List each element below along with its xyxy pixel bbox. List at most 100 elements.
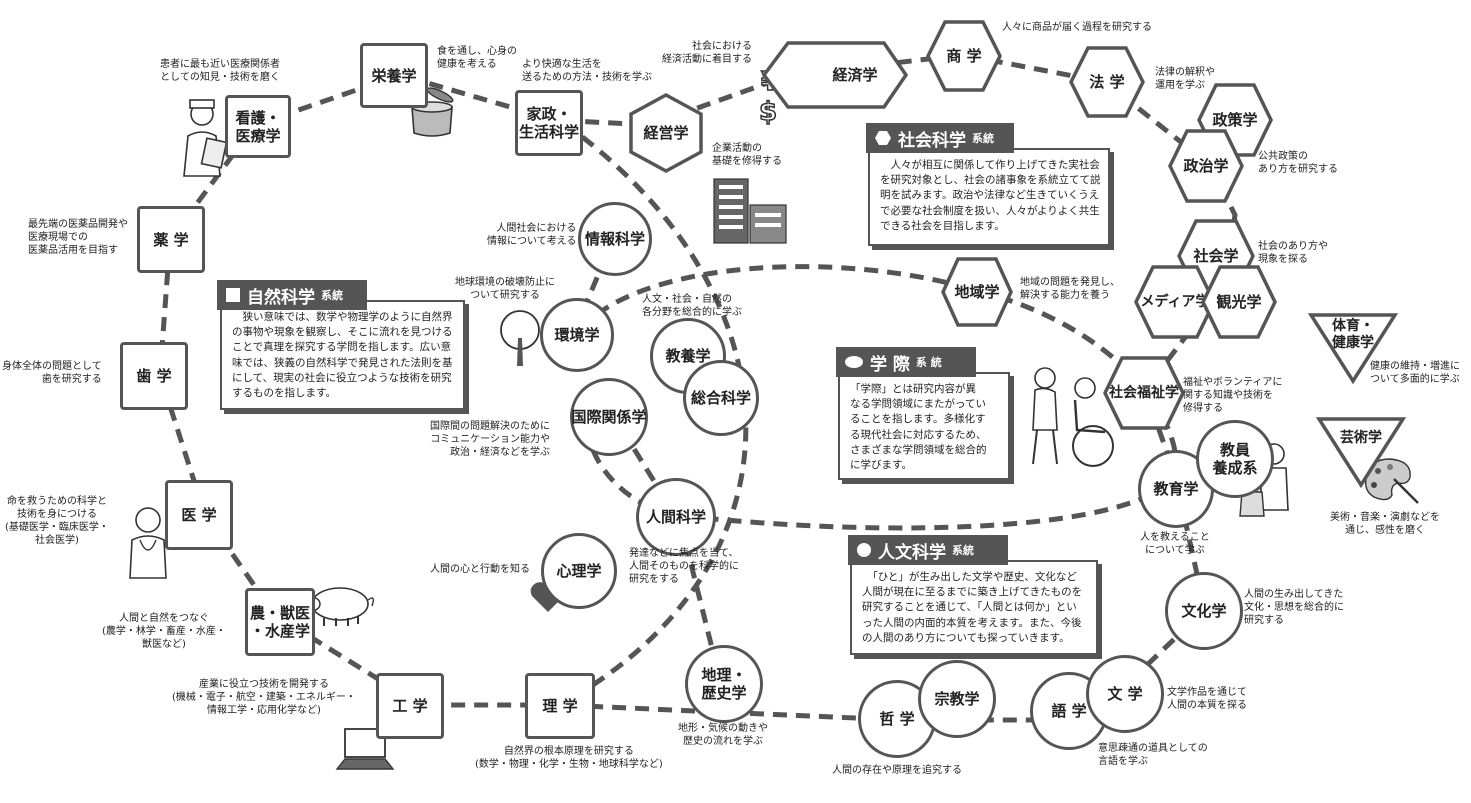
human-science-node[interactable]: 人間科学 [636,478,716,556]
science-note: 自然界の根本原理を研究する (数学・物理・化学・生物・地球科学など) [475,746,663,770]
medicine-note: 命を救うための科学と 技術を身につける (基礎医学・臨床医学・ 社会医学) [5,496,109,546]
nurse-icon [183,99,228,177]
social-science-header: 社会科学系統 [866,123,1014,153]
media-studies-node[interactable]: メディア学 [1133,264,1217,340]
general-science-node[interactable]: 総合科学 [683,360,759,436]
natural-science-title: 自然科学 [247,287,315,308]
dentistry-node[interactable]: 歯 学 [120,342,188,410]
media-studies-label: メディア学 [1140,293,1210,310]
political-science-label: 政治学 [1183,157,1229,175]
hexagon-shape [1134,265,1216,339]
circle-icon [857,543,871,557]
social-welfare-note: 福祉やボランティアに 関する知識や技術を 修得する [1183,377,1283,414]
tourism-studies-node[interactable]: 観光学 [1200,264,1278,340]
humanities-description: 「ひと」が生み出した文学や歴史、文化など 人間が現在に至るまでに築き上げてきたも… [850,560,1098,655]
management-note: 企業活動の 基礎を修得する [712,143,782,167]
hexagon-shape [926,20,1002,92]
human-science-note: 発達などに焦点を当て、 人間そのものを科学的に 研究をする [629,548,739,585]
arts-note: 美術・音楽・演劇などを 通じ、感性を磨く [1330,512,1440,536]
information-science-node[interactable]: 情報科学 [578,202,652,276]
arts-node[interactable]: 芸術学 [1316,416,1406,488]
nursing-node[interactable]: 看護・ 医療学 [225,95,291,158]
law-node[interactable]: 法 学 [1068,45,1146,119]
physical-education-note: 健康の維持・増進に ついて多面的に学ぶ [1370,361,1460,385]
environmental-studies-note: 地球環境の破壊防止に ついて研究する [455,277,555,301]
regional-studies-node[interactable]: 地域学 [940,256,1014,328]
hexagon-shape [761,41,909,109]
hexagon-shape [1168,129,1244,203]
education-note: 人を教えること について学ぶ [1140,532,1210,556]
tourism-studies-label: 観光学 [1216,293,1262,311]
inner-link-1 [572,234,618,331]
hexagon-icon [875,131,891,145]
natural-science-header: 自然科学系統 [217,280,367,310]
economics-label: 経済学 [832,66,878,84]
home-economics-node[interactable]: 家政・ 生活科学 [515,90,583,156]
natural-science-description: 狭い意味では、数学や物理学のように自然界 の事物や現象を観察し、そこに流れを見つ… [220,300,465,410]
science-node[interactable]: 理 学 [525,673,595,739]
physical-education-node[interactable]: 体育・ 健康学 [1308,312,1398,384]
home-economics-note: より快適な生活を 送るための方法・技術を学ぶ [522,59,652,83]
wheelchair-icon [1032,367,1114,467]
hexagon-shape [1103,356,1185,430]
geography-history-node[interactable]: 地理・ 歴史学 [685,645,763,723]
interdisciplinary-suffix: 系 統 [915,356,942,369]
triangle-shape [1316,417,1406,488]
agriculture-node[interactable]: 農・獣医 ・水産学 [245,588,315,656]
management-node[interactable]: 経営学 [625,92,707,174]
interdisciplinary-header: 学 際系 統 [836,347,976,377]
arts-label: 芸術学 [1340,430,1382,446]
humanities-title: 人文科学 [878,542,946,563]
literature-node[interactable]: 文 学 [1086,655,1164,733]
management-label: 経営学 [643,124,689,142]
tree-icon [500,310,540,366]
triangle-shape [1308,313,1398,384]
teacher-training-node[interactable]: 教員 養成系 [1196,420,1274,498]
sociology-label: 社会学 [1193,247,1239,265]
international-relations-node[interactable]: 国際関係学 [570,378,648,456]
economics-node[interactable]: 経済学 [760,40,910,110]
religious-studies-node[interactable]: 宗教学 [918,660,996,738]
political-science-node[interactable]: 政治学 [1167,128,1245,204]
nutrition-note: 食を通し、心身の 健康を考える [437,46,517,70]
regional-studies-note: 地域の問題を発見し、 解決する能力を養う [1020,277,1120,301]
physical-education-label: 体育・ 健康学 [1332,318,1374,351]
psychology-node[interactable]: 心理学 [541,533,617,609]
hexagon-shape [1201,265,1277,339]
interdisciplinary-title: 学 際 [870,354,910,375]
policy-note: 公共政策の あり方を研究する [1258,151,1338,175]
policy-studies-label: 政策学 [1212,111,1258,129]
pharmacy-note: 最先端の医薬品開発や 医療現場での 医薬品活用を目指す [28,219,128,256]
sociology-note: 社会のあり方や 現象を探る [1258,241,1328,265]
economics-note: 社会における 経済活動に着目する [662,41,752,65]
humanities-suffix: 系統 [952,544,974,557]
liberal-arts-note: 人文・社会・自然の 各分野を総合的に学ぶ [642,294,742,318]
pharmacy-node[interactable]: 薬 学 [137,206,205,273]
interdisciplinary-description: 「学際」とは研究内容が異 なる学問領域にまたがってい ることを指します。多様化す… [838,372,1010,480]
social-welfare-node[interactable]: 社会福祉学 [1102,355,1186,431]
information-science-note: 人間社会における 情報について考える [487,223,577,247]
geography-history-note: 地形・気候の動きや 歴史の流れを学ぶ [678,723,768,747]
agriculture-note: 人間と自然をつなぐ (農学・林学・畜産・水産・ 獣医など) [102,613,226,650]
commerce-node[interactable]: 商 学 [925,19,1003,93]
international-relations-note: 国際間の問題解決のために コミュニケーション能力や 政治・経済などを学ぶ [430,421,550,458]
nursing-note: 患者に最も近い医療関係者 としての知見・技術を磨く [160,59,280,83]
palette-icon [1364,458,1419,504]
medicine-node[interactable]: 医 学 [165,480,233,550]
social-science-title: 社会科学 [898,130,966,151]
engineering-node[interactable]: 工 学 [376,673,444,739]
hexagon-shape [629,93,703,173]
oval-icon [845,356,863,368]
dentistry-note: 身体全体の問題として 歯を研究する [2,361,102,385]
philosophy-note: 人間の存在や原理を追究する [832,765,962,776]
natural-science-suffix: 系統 [321,289,343,302]
environmental-studies-node[interactable]: 環境学 [540,298,614,372]
nutrition-node[interactable]: 栄養学 [360,43,428,108]
commerce-label: 商 学 [946,47,982,65]
regional-studies-label: 地域学 [954,283,1000,301]
commerce-note: 人々に商品が届く過程を研究する [1002,22,1152,33]
social-science-suffix: 系統 [972,132,994,145]
psychology-note: 人間の心と行動を知る [430,564,530,575]
culture-studies-node[interactable]: 文化学 [1165,572,1243,650]
law-note: 法律の解釈や 運用を学ぶ [1155,67,1215,91]
